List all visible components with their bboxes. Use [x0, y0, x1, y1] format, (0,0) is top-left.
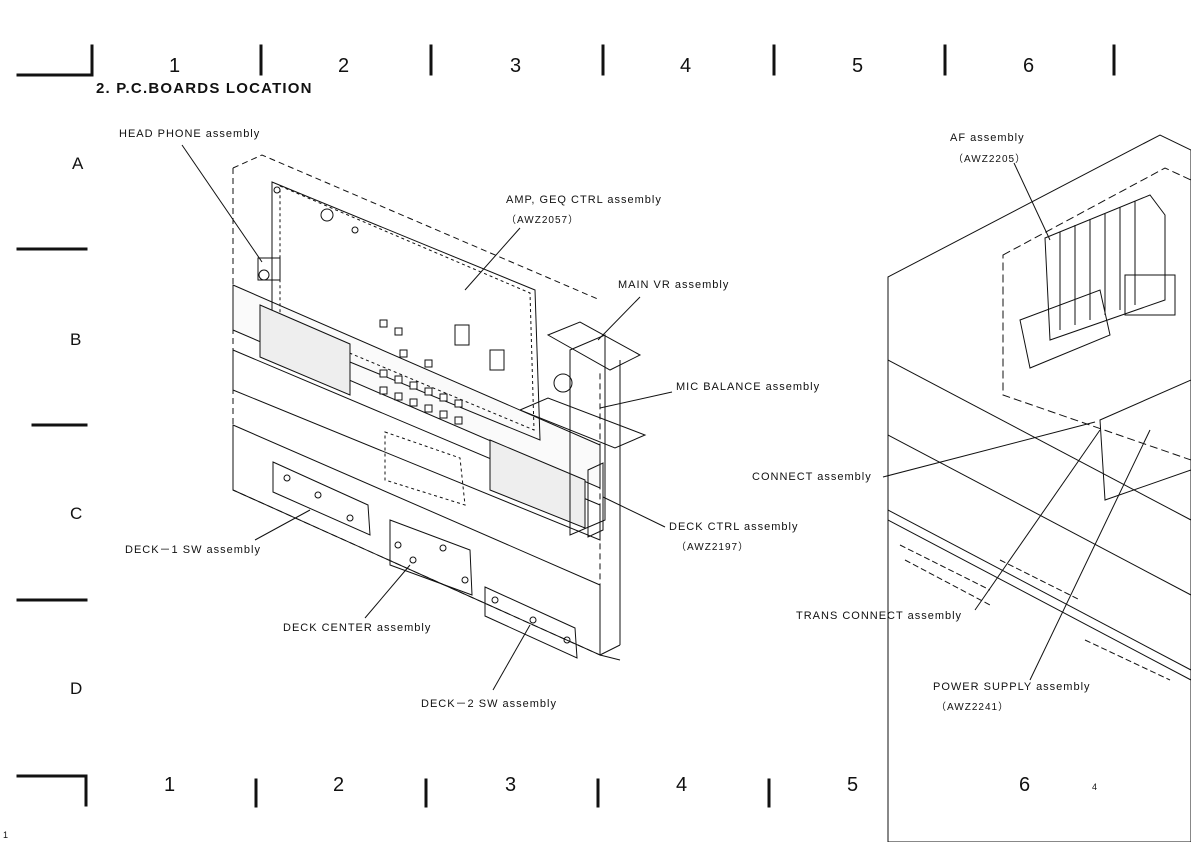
label-main-vr: MAIN VR assembly	[618, 279, 730, 291]
leader-lines	[181, 144, 1151, 691]
page-number: 4	[1092, 782, 1098, 792]
label-head-phone: HEAD PHONE assembly	[119, 128, 261, 140]
row-letter-d: D	[70, 679, 83, 698]
column-number-bottom-4: 4	[676, 774, 688, 796]
column-number-bottom-2: 2	[333, 774, 345, 796]
label-trans-connect: TRANS CONNECT assembly	[796, 610, 963, 622]
label-af: AF assembly	[950, 132, 1025, 144]
column-number-top-6: 6	[1023, 55, 1035, 77]
rear-chassis-unit	[887, 134, 1191, 842]
code-power-supply: （AWZ2241）	[936, 702, 1010, 713]
front-panel-unit	[232, 154, 647, 661]
row-letter-c: C	[70, 504, 83, 523]
corner-mark-bottom-left	[16, 774, 88, 807]
button-grid	[379, 319, 463, 425]
column-number-top-5: 5	[852, 55, 864, 77]
column-number-top-4: 4	[680, 55, 692, 77]
label-deck-ctrl: DECK CTRL assembly	[669, 521, 799, 533]
row-letter-a: A	[72, 154, 84, 173]
column-number-top-1: 1	[169, 55, 181, 77]
heatsink-fins	[1044, 194, 1166, 341]
page-title: 2. P.C.BOARDS LOCATION	[96, 80, 313, 97]
label-deck2-sw: DECK－2 SW assembly	[421, 698, 557, 710]
label-connect: CONNECT assembly	[752, 471, 872, 483]
code-amp-geq-ctrl: （AWZ2057）	[506, 215, 580, 226]
code-deck-ctrl: （AWZ2197）	[676, 542, 750, 553]
row-dividers	[16, 247, 88, 602]
column-number-bottom-5: 5	[847, 774, 859, 796]
label-amp-geq-ctrl: AMP, GEQ CTRL assembly	[506, 194, 662, 206]
row-letter-b: B	[70, 330, 82, 349]
label-deck1-sw: DECK－1 SW assembly	[125, 544, 261, 556]
column-number-bottom-6: 6	[1019, 774, 1031, 796]
corner-number: 1	[3, 830, 9, 840]
column-number-bottom-1: 1	[164, 774, 176, 796]
label-power-supply: POWER SUPPLY assembly	[933, 681, 1091, 693]
corner-mark-top-left	[16, 44, 94, 77]
column-number-top-2: 2	[338, 55, 350, 77]
column-number-top-3: 3	[510, 55, 522, 77]
code-af: （AWZ2205）	[953, 154, 1027, 165]
column-number-bottom-3: 3	[505, 774, 517, 796]
top-column-dividers	[259, 44, 1116, 76]
label-deck-center: DECK CENTER assembly	[283, 622, 432, 634]
label-mic-balance: MIC BALANCE assembly	[676, 381, 821, 393]
